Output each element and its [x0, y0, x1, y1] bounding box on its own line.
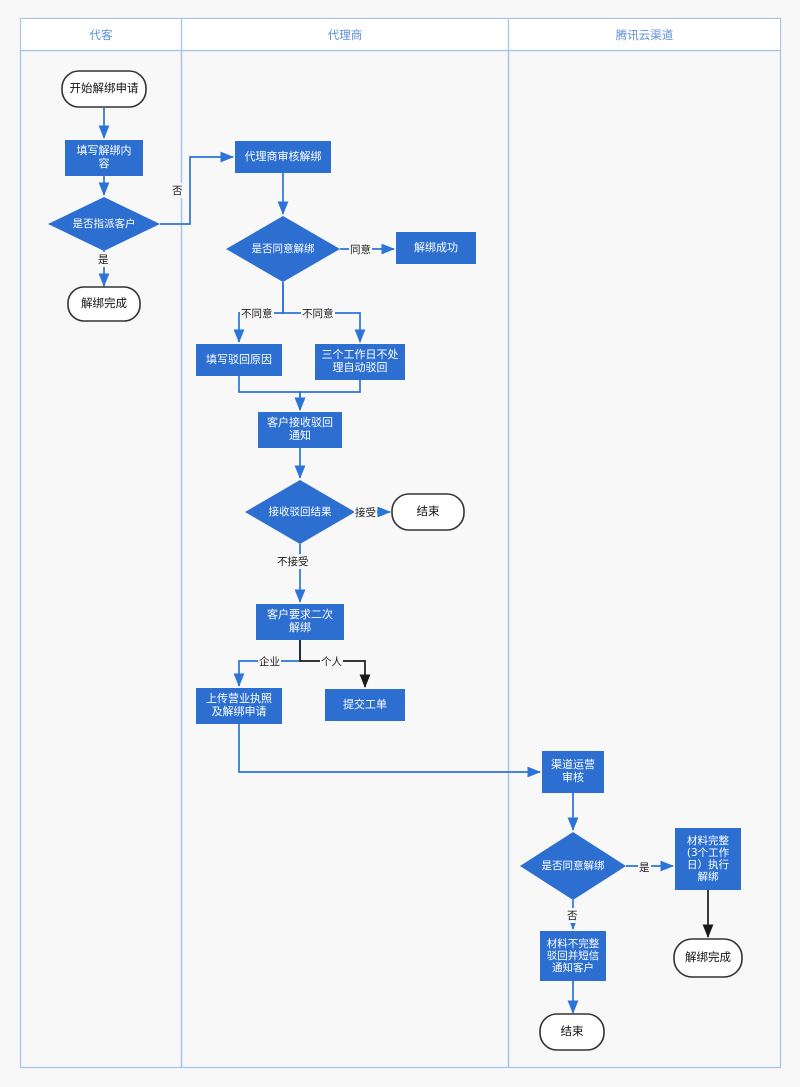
edge-label-not-accept: 不接受 [276, 554, 310, 569]
node-line-2: 审核 [562, 771, 584, 784]
node-line-2: 理自动驳回 [332, 361, 388, 374]
shape-unbind-complete-left [67, 286, 141, 322]
node-line-2: 及解绑申请 [211, 705, 267, 718]
node-line-1: 渠道运营 [551, 758, 595, 772]
shape-start-unbind-request [61, 70, 147, 108]
node-line-1: 客户接收驳回 [267, 416, 333, 430]
node-materials-incomplete[interactable]: 材料不完整 驳回并短信 通知客户 [540, 931, 606, 981]
node-customer-receive-reject[interactable]: 客户接收驳回 通知 [258, 412, 342, 448]
node-line-2: 通知 [289, 429, 311, 442]
shape-upload-license [196, 688, 282, 724]
edge-label-enterprise: 企业 [258, 654, 281, 669]
shape-materials-incomplete [540, 931, 606, 981]
edge-label-individual: 个人 [320, 654, 343, 669]
node-unbind-success[interactable]: 解绑成功 [414, 240, 458, 254]
shape-second-unbind [256, 604, 344, 640]
shape-agree-unbind [226, 216, 340, 282]
edge-label-no-channel: 否 [566, 908, 579, 923]
node-line-1: 材料不完整 [546, 937, 600, 950]
node-line-3: 通知客户 [552, 962, 594, 975]
edge-label-yes-channel: 是 [638, 860, 651, 875]
lane-title-agent: 代理商 [327, 27, 363, 42]
node-fill-unbind-content[interactable]: 填写解绑内 容 [65, 140, 143, 176]
shape-unbind-complete-right [673, 938, 743, 978]
node-start-unbind-request[interactable]: 开始解绑申请 [69, 81, 139, 96]
node-customer-second-unbind[interactable]: 客户要求二次 解绑 [256, 604, 344, 640]
node-line-2: 解绑 [289, 621, 311, 634]
node-upload-license[interactable]: 上传营业执照 及解绑申请 [196, 688, 282, 724]
node-line-1: 三个工作日不处 [321, 348, 399, 362]
shape-agree-unbind-channel [520, 832, 626, 900]
node-line-2: 驳回并短信 [546, 949, 600, 962]
node-end-channel[interactable]: 结束 [560, 1024, 584, 1039]
node-materials-complete[interactable]: 材料完整 (3个工作 日）执行 解绑 [675, 828, 741, 890]
shape-channel-ops-review [542, 751, 604, 793]
edge-label-agree: 同意 [349, 242, 372, 257]
node-line-2: (3个工作 [686, 846, 730, 859]
shape-materials-complete [675, 828, 741, 890]
node-line-1: 填写解绑内 [76, 144, 132, 158]
node-unbind-complete-right[interactable]: 解绑完成 [685, 950, 731, 965]
node-unbind-complete-left[interactable]: 解绑完成 [81, 296, 127, 311]
edge-label-disagree-b: 不同意 [301, 306, 335, 321]
node-submit-ticket[interactable]: 提交工单 [343, 697, 387, 711]
node-line-2: 容 [98, 157, 110, 170]
edge-auto-reject-to-notice [294, 380, 361, 412]
edge-upload-to-channel-review [238, 724, 542, 778]
node-line-1: 上传营业执照 [206, 692, 272, 706]
node-end-agent[interactable]: 结束 [416, 504, 440, 519]
shape-submit-ticket [325, 689, 405, 721]
node-line-4: 解绑 [697, 871, 719, 884]
lane-header-band [21, 19, 780, 50]
edge-label-disagree-a: 不同意 [240, 306, 274, 321]
node-line-3: 日）执行 [687, 859, 729, 871]
shape-customer-receive-reject [258, 412, 342, 448]
node-channel-ops-review[interactable]: 渠道运营 审核 [542, 751, 604, 793]
shape-agent-review [235, 141, 331, 173]
shape-receive-reject-result [245, 480, 355, 544]
lane-title-customer: 代客 [89, 27, 113, 42]
shape-end-channel [539, 1013, 605, 1051]
edge-fill-reject-to-notice [238, 376, 306, 412]
edge-label-no-assign: 否 [171, 183, 184, 198]
shape-auto-reject [315, 344, 405, 380]
edge-assign-no-agent-review [160, 151, 235, 225]
shape-fill-unbind-content [65, 140, 143, 176]
shape-end-agent [391, 493, 465, 531]
node-line-1: 客户要求二次 [267, 608, 333, 622]
node-fill-reject-reason[interactable]: 填写驳回原因 [206, 352, 272, 366]
lane-title-tencent: 腾讯云渠道 [615, 27, 674, 42]
shape-assign-customer [48, 197, 160, 251]
edge-label-yes-assign: 是 [97, 252, 110, 267]
shape-unbind-success [396, 232, 476, 264]
node-line-1: 材料完整 [687, 834, 729, 847]
node-agent-review-unbind[interactable]: 代理商审核解绑 [244, 149, 322, 163]
shape-fill-reject-reason [196, 344, 282, 376]
edge-label-accept: 接受 [354, 505, 377, 520]
node-auto-reject-3days[interactable]: 三个工作日不处 理自动驳回 [315, 344, 405, 380]
